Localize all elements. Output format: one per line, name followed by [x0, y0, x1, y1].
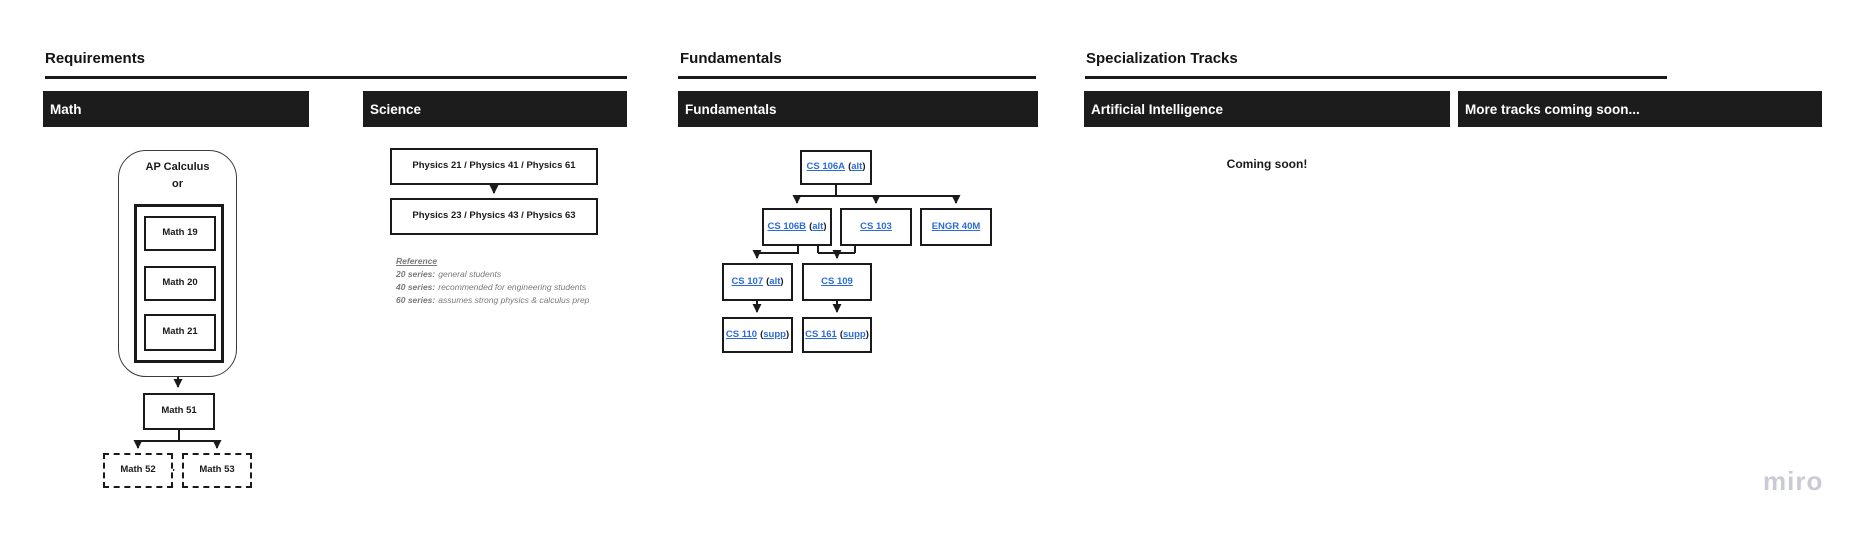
specialization-underline: [1085, 76, 1667, 79]
physics-box-1-label: Physics 21 / Physics 41 / Physics 61: [412, 160, 576, 172]
course-link-engr40m[interactable]: ENGR 40M: [931, 220, 981, 232]
math21-box[interactable]: Math 21: [144, 314, 216, 351]
math-header-bar[interactable]: Math: [43, 91, 309, 127]
miro-watermark: miro: [1763, 466, 1824, 496]
section-title-fundamentals[interactable]: Fundamentals: [680, 50, 782, 67]
section-title-fundamentals-label: Fundamentals: [680, 50, 782, 67]
math51-label: Math 51: [161, 405, 197, 417]
section-title-requirements-label: Requirements: [45, 50, 146, 67]
fundamentals-underline: [678, 76, 1036, 79]
course-link-cs161[interactable]: CS 161: [805, 328, 837, 340]
requirements-underline: [45, 76, 627, 79]
math19-label: Math 19: [162, 227, 198, 239]
section-title-requirements[interactable]: Requirements: [45, 50, 145, 67]
course-link-cs106a[interactable]: CS 106A: [806, 161, 846, 173]
section-title-specialization-label: Specialization Tracks: [1086, 50, 1238, 67]
ap-calculus-container[interactable]: AP Calculus or Math 19 Math 20 Math 21: [118, 150, 237, 377]
physics-box-2[interactable]: Physics 23 / Physics 43 / Physics 63: [390, 198, 598, 235]
more-tracks-header-bar[interactable]: More tracks coming soon...: [1458, 91, 1822, 127]
fundamentals-header-label: Fundamentals: [685, 101, 777, 117]
physics-box-1[interactable]: Physics 21 / Physics 41 / Physics 61: [390, 148, 598, 185]
math-sequence-group[interactable]: Math 19 Math 20 Math 21: [134, 204, 224, 363]
science-header-bar[interactable]: Science: [363, 91, 627, 127]
math20-box[interactable]: Math 20: [144, 266, 216, 301]
series-reference-note[interactable]: Reference 20 series:general students 40 …: [396, 255, 616, 307]
or-label: or: [172, 178, 183, 190]
course-link-cs107[interactable]: CS 107: [731, 275, 764, 287]
reference-title: Reference: [396, 256, 438, 266]
course-link-cs103[interactable]: CS 103: [860, 220, 892, 232]
ai-track-header-label: Artificial Intelligence: [1091, 101, 1224, 117]
course-box-cs107[interactable]: CS 107(alt): [722, 263, 793, 301]
course-box-cs106b[interactable]: CS 106B(alt): [762, 208, 832, 246]
fundamentals-header-bar[interactable]: Fundamentals: [678, 91, 1038, 127]
math53-box[interactable]: Math 53: [182, 453, 252, 488]
course-box-engr40m[interactable]: ENGR 40M: [920, 208, 992, 246]
physics-box-2-label: Physics 23 / Physics 43 / Physics 63: [412, 210, 576, 222]
math52-box[interactable]: Math 52: [103, 453, 173, 488]
math-header-label: Math: [50, 101, 82, 117]
ai-coming-soon-text[interactable]: Coming soon!: [1226, 157, 1308, 171]
math52-label: Math 52: [120, 464, 156, 476]
reference-line-60: 60 series:assumes strong physics & calcu…: [396, 295, 590, 305]
ap-calculus-label: AP Calculus: [145, 161, 210, 173]
course-alt-link-cs106b[interactable]: alt: [812, 220, 824, 232]
course-link-cs106b[interactable]: CS 106B: [767, 220, 807, 232]
course-box-cs106a[interactable]: CS 106A(alt): [800, 150, 872, 185]
course-alt-link-cs106a[interactable]: alt: [851, 161, 863, 173]
course-link-cs110[interactable]: CS 110: [725, 328, 758, 340]
course-box-cs110[interactable]: CS 110(supp): [722, 317, 793, 353]
reference-line-40: 40 series:recommended for engineering st…: [396, 282, 587, 292]
course-link-cs109[interactable]: CS 109: [821, 275, 853, 287]
math21-label: Math 21: [162, 326, 198, 338]
course-box-cs103[interactable]: CS 103: [840, 208, 912, 246]
course-supp-link-cs161[interactable]: supp: [842, 328, 866, 340]
math20-label: Math 20: [162, 277, 198, 289]
course-supp-link-cs110[interactable]: supp: [763, 328, 786, 340]
science-header-label: Science: [370, 101, 422, 117]
section-title-specialization[interactable]: Specialization Tracks: [1086, 50, 1238, 67]
math51-box[interactable]: Math 51: [143, 393, 215, 430]
course-box-cs161[interactable]: CS 161(supp): [802, 317, 872, 353]
math19-box[interactable]: Math 19: [144, 216, 216, 251]
more-tracks-header-label: More tracks coming soon...: [1465, 101, 1640, 117]
math53-label: Math 53: [199, 464, 235, 476]
course-alt-link-cs107[interactable]: alt: [769, 275, 781, 287]
course-box-cs109[interactable]: CS 109: [802, 263, 872, 301]
ai-track-header-bar[interactable]: Artificial Intelligence: [1084, 91, 1450, 127]
reference-line-20: 20 series:general students: [396, 269, 502, 279]
